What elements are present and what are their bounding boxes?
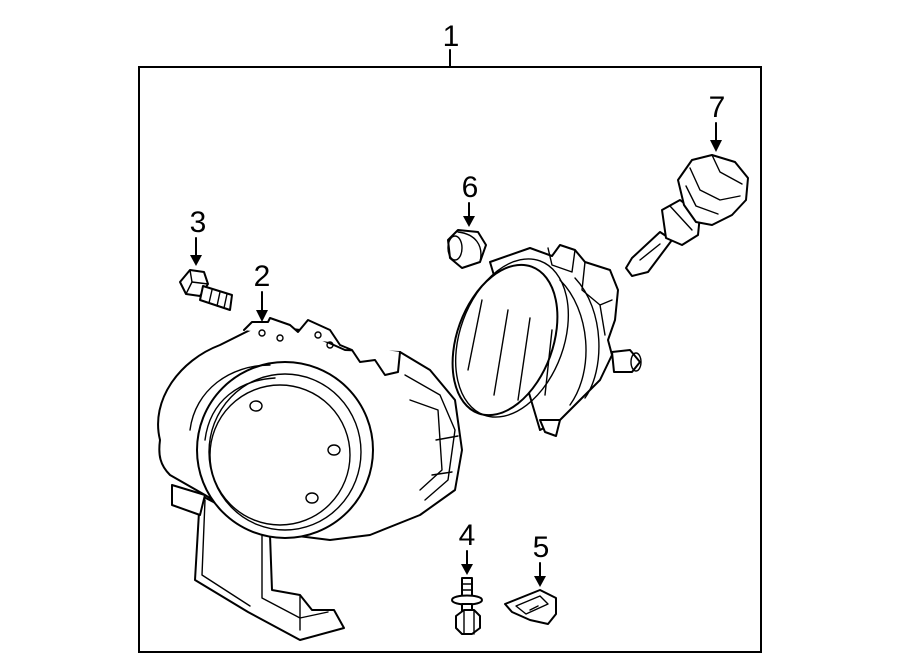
callout-5[interactable]: 5 xyxy=(533,531,550,587)
callout-2-label: 2 xyxy=(254,260,271,293)
callout-4[interactable]: 4 xyxy=(459,519,476,575)
callout-3[interactable]: 3 xyxy=(190,206,207,266)
callout-4-label: 4 xyxy=(459,519,476,552)
part-3-bolt[interactable] xyxy=(179,269,233,311)
part-6-cap[interactable] xyxy=(447,229,487,269)
callout-6[interactable]: 6 xyxy=(462,171,479,227)
fog-lamp-unit[interactable] xyxy=(433,243,642,437)
callout-7[interactable]: 7 xyxy=(709,91,726,152)
callout-6-label: 6 xyxy=(462,171,479,204)
callout-2[interactable]: 2 xyxy=(254,260,271,322)
part-7-bulb[interactable] xyxy=(625,154,749,277)
callout-3-label: 3 xyxy=(190,206,207,239)
callout-1-label: 1 xyxy=(443,20,460,53)
callout-7-label: 7 xyxy=(709,91,726,124)
part-2-bracket-housing[interactable] xyxy=(157,317,463,641)
callout-1[interactable]: 1 xyxy=(443,20,460,68)
callout-5-label: 5 xyxy=(533,531,550,564)
part-5-clip[interactable] xyxy=(504,589,557,625)
part-4-screw[interactable] xyxy=(451,577,483,635)
